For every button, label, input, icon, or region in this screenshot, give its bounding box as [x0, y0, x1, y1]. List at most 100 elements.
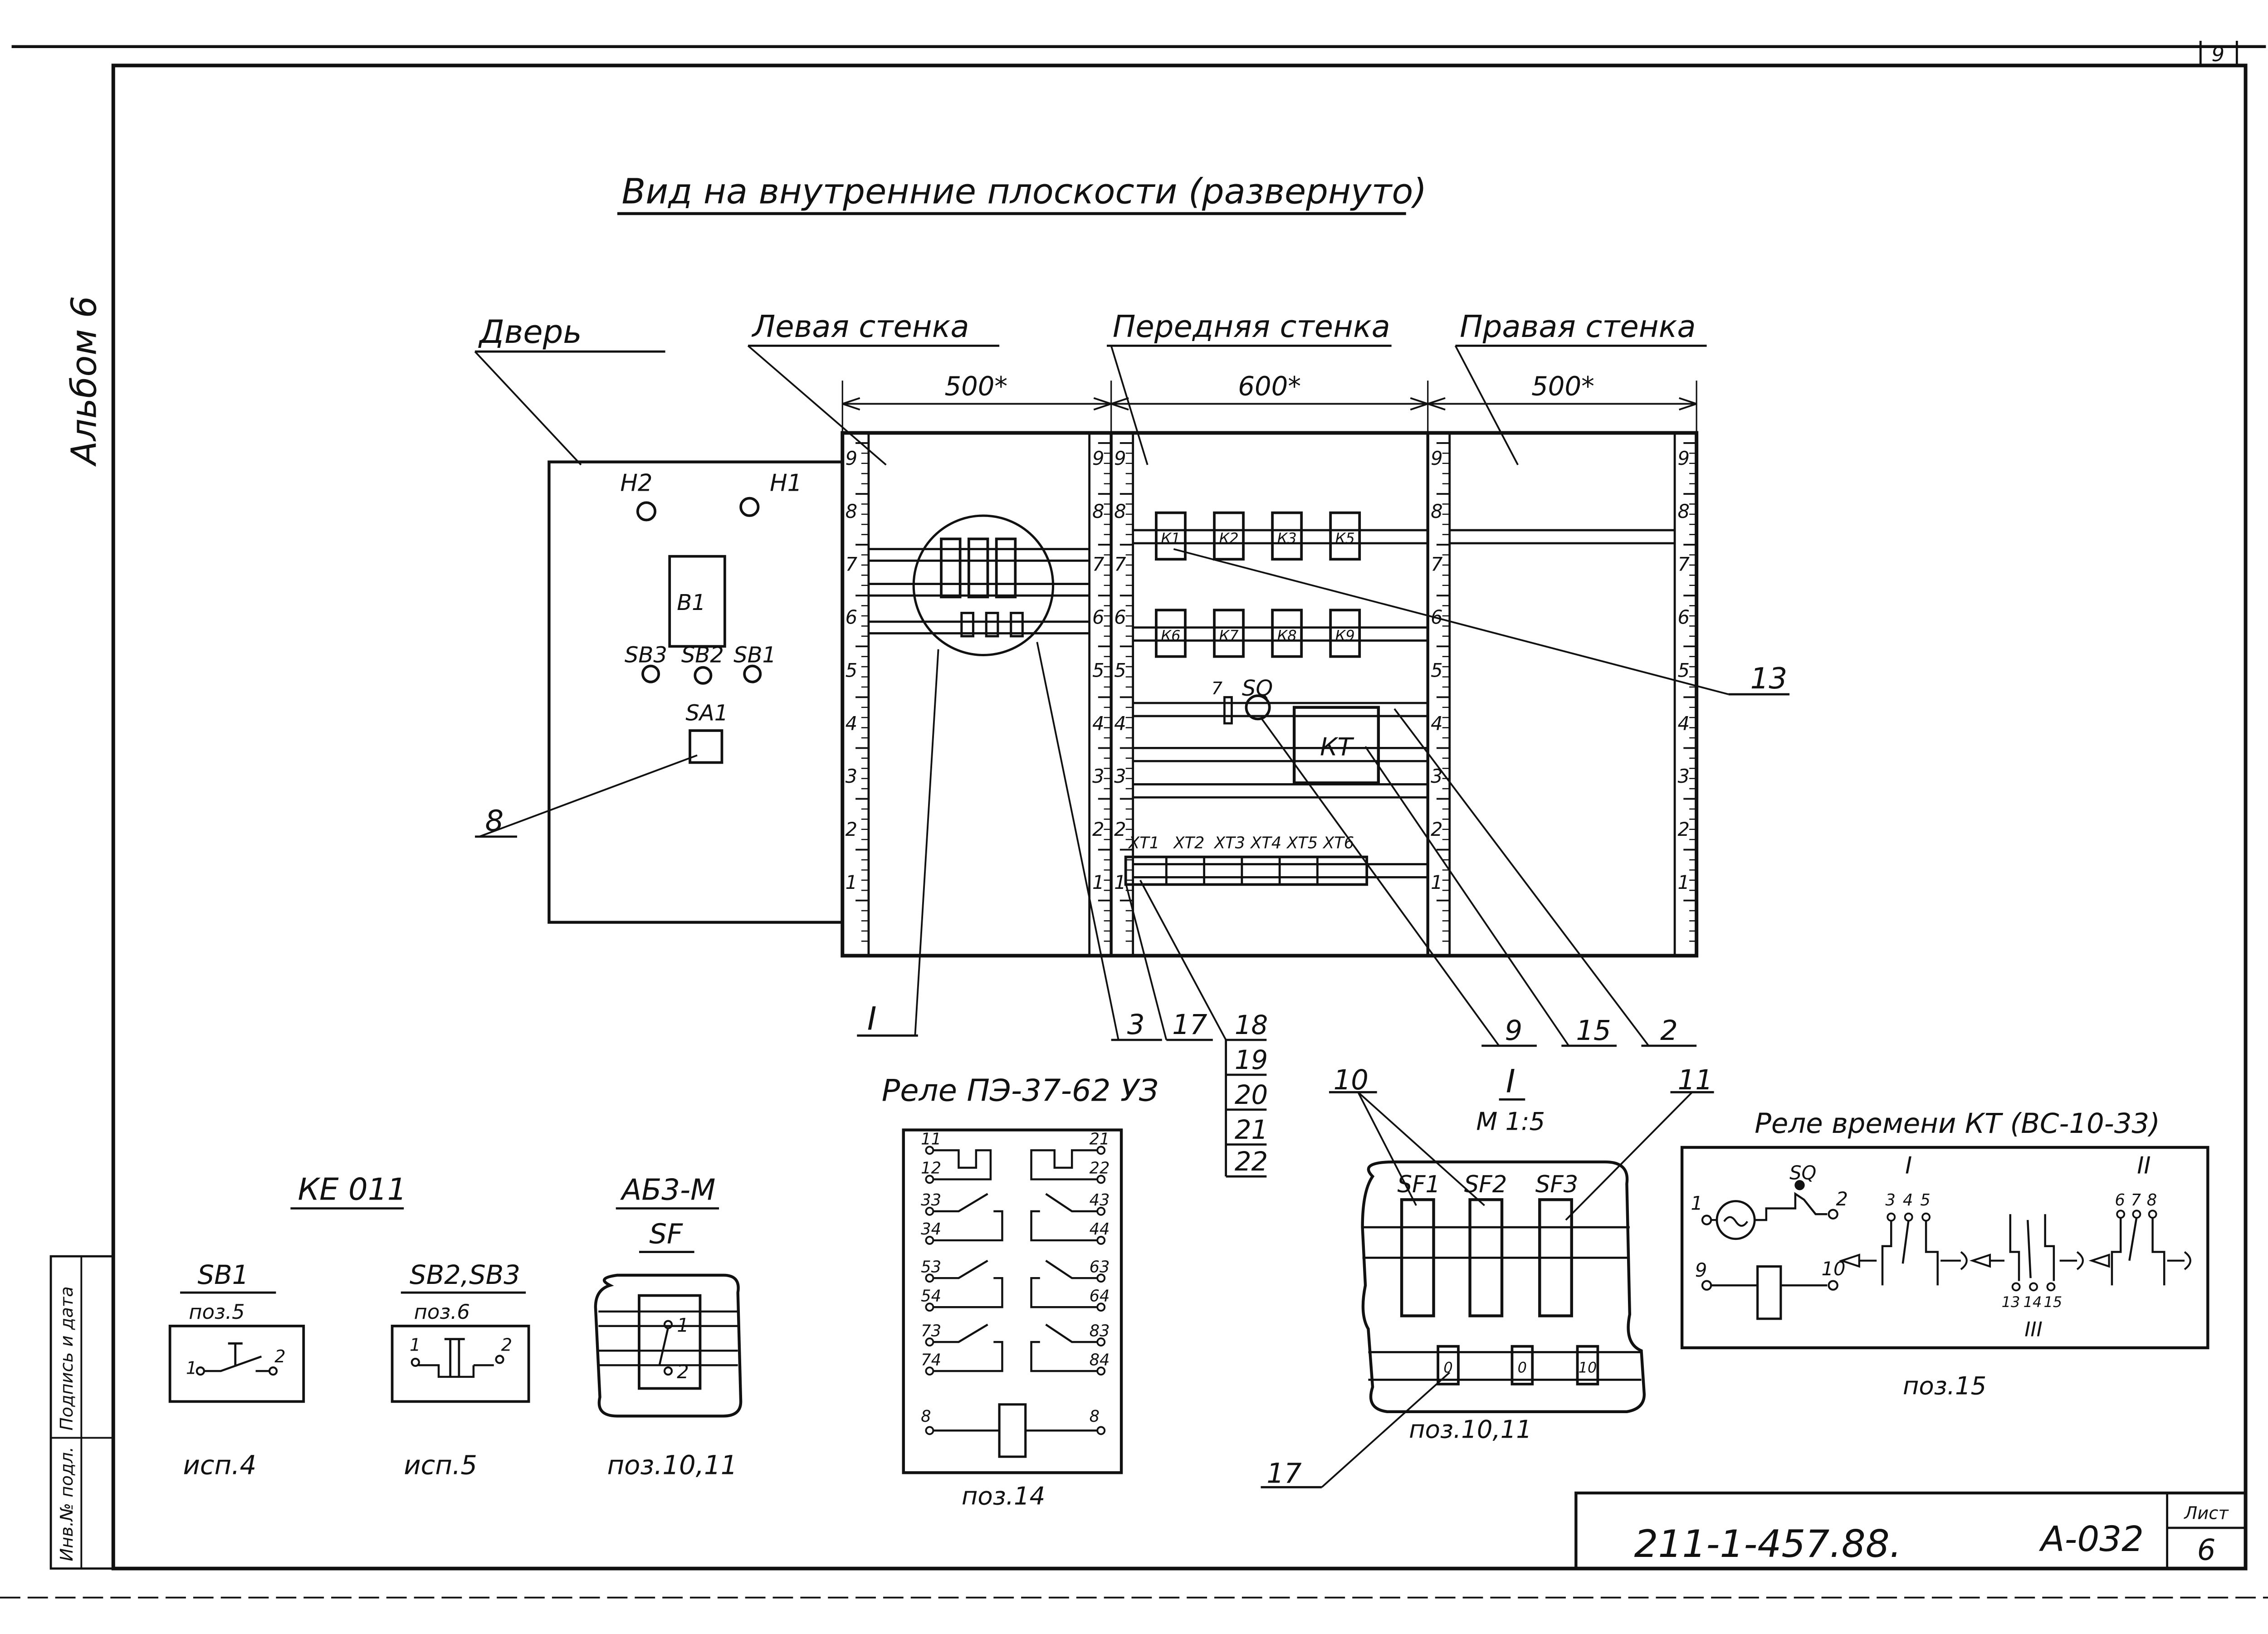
- scale-label: 5: [1431, 659, 1442, 681]
- contact-group-ii: [2088, 1210, 2191, 1286]
- scale-label: 3: [1431, 765, 1442, 787]
- scale-label: 1: [1431, 871, 1442, 893]
- scale-label: 2: [1092, 818, 1104, 840]
- relay-pe-contact: [934, 1193, 988, 1213]
- callout-9: 9: [1505, 1015, 1522, 1047]
- switch-sa1: [689, 729, 723, 764]
- relay-pe-terminal: [925, 1366, 934, 1376]
- timer-pin-1: 1: [1691, 1192, 1702, 1215]
- dim-left: 500*: [944, 371, 1007, 401]
- main-title: Вид на внутренние плоскости (развернуто): [622, 172, 1427, 212]
- door-label-group: Дверь: [474, 313, 665, 466]
- timer-kt: [1292, 706, 1380, 785]
- breaker-sf1: [1400, 1198, 1435, 1317]
- relay-pe-terminal: [1096, 1302, 1106, 1312]
- timer-sq-label: SQ: [1789, 1161, 1816, 1184]
- relay-pe-terminal: [1096, 1273, 1106, 1283]
- scale-label: 4: [1092, 712, 1104, 734]
- instrument-b1: [668, 555, 726, 648]
- relay-pe-pin: 8: [1090, 1407, 1100, 1426]
- detail-i-view: [1361, 1160, 1646, 1413]
- timer-pin-2: 2: [1836, 1188, 1848, 1210]
- label-k2: К2: [1219, 530, 1238, 547]
- left-stamp: [49, 1255, 115, 1570]
- relay-pe-terminal: [925, 1236, 934, 1245]
- relay-pe-terminal: [925, 1273, 934, 1283]
- timer-coil: [1756, 1265, 1782, 1320]
- scale-label: 9: [1431, 447, 1442, 469]
- scale-label: 5: [1678, 659, 1690, 681]
- relay-pe-terminal: [925, 1175, 934, 1184]
- breaker-sf3: [1538, 1198, 1573, 1317]
- scale-label: 5: [846, 659, 857, 681]
- relay-pe-contact: [934, 1259, 988, 1279]
- scale-label: 1: [846, 871, 857, 893]
- detail-i-scale: М 1:5: [1476, 1107, 1545, 1136]
- scale-label: 2: [1114, 818, 1126, 840]
- relay-pe-terminal: [1096, 1236, 1106, 1245]
- timer-pin-14: 14: [2024, 1293, 2042, 1311]
- relay-k3: [1271, 511, 1303, 561]
- sb1-pin-1: 1: [186, 1358, 197, 1379]
- corner-number: 9: [2211, 42, 2224, 66]
- relay-pe-contact: [1030, 1341, 1097, 1372]
- stamp-inv-label: Инв.№ подл.: [57, 1447, 77, 1561]
- switch-sq: [1245, 694, 1271, 721]
- ab-sub: SF: [649, 1218, 683, 1250]
- relay-pe-terminal: [1096, 1175, 1106, 1184]
- stamp-date-label: Подпись и дата: [57, 1286, 77, 1430]
- callout-21: 21: [1235, 1115, 1268, 1145]
- sb23-pin-2: 2: [501, 1335, 512, 1355]
- scale-label: 6: [1114, 606, 1126, 629]
- sb23-contact: [411, 1338, 504, 1378]
- sb1-pos: поз.5: [189, 1300, 244, 1324]
- label-k5: К5: [1335, 530, 1355, 547]
- timer-pin-7: 7: [2131, 1191, 2141, 1210]
- scale-label: 3: [1678, 765, 1690, 787]
- scale-label: 3: [846, 765, 857, 787]
- label-kt: КТ: [1320, 732, 1354, 761]
- sb23-exec: исп.5: [404, 1450, 477, 1480]
- scale-label: 8: [1092, 500, 1104, 522]
- detail-i-caption: поз.10,11: [1409, 1415, 1532, 1444]
- timer-pin-4: 4: [1903, 1191, 1913, 1210]
- dim-right: 500*: [1531, 371, 1594, 401]
- callout-view-i: I: [867, 1000, 877, 1038]
- timer-circuit: [1701, 1180, 2191, 1320]
- scale-label: 2: [846, 818, 857, 840]
- terminal-mark-1: 0: [1443, 1359, 1452, 1376]
- door-panel: [547, 460, 843, 924]
- sheet-frame: [0, 40, 2268, 1599]
- sb1-contact: [196, 1342, 278, 1376]
- relay-pe-frame: [902, 1128, 1123, 1474]
- relay-pe-pin: 21: [1090, 1130, 1110, 1149]
- scale-label: 7: [1431, 553, 1443, 576]
- relay-k1: [1155, 511, 1187, 561]
- label-sf3: SF3: [1535, 1171, 1579, 1198]
- relay-pe-pin: 73: [921, 1322, 941, 1340]
- scale-label: 1: [1678, 871, 1690, 893]
- relay-pe-contact: [1045, 1323, 1097, 1343]
- relay-pe-terminal: [1096, 1337, 1106, 1347]
- label-sb1: SB1: [733, 642, 776, 668]
- label-sf1: SF1: [1397, 1171, 1440, 1198]
- callout-20: 20: [1235, 1080, 1268, 1110]
- scale-label: 2: [1431, 818, 1442, 840]
- relay-k2: [1213, 511, 1245, 561]
- lamp-h1: [739, 497, 760, 517]
- scale-label: 7: [1678, 553, 1690, 576]
- scale-label: 4: [846, 712, 857, 734]
- label-xt6: ХТ6: [1322, 834, 1354, 852]
- relay-pe-contact: [934, 1341, 1003, 1372]
- label-sf2: SF2: [1464, 1171, 1507, 1198]
- relay-pe-pin: 22: [1090, 1159, 1110, 1178]
- relay-pe-pin: 33: [921, 1191, 941, 1210]
- relay-pe-caption: поз.14: [962, 1482, 1045, 1511]
- timer-roman-i: I: [1905, 1152, 1912, 1180]
- relay-pe-contact: [1030, 1149, 1097, 1180]
- timer-pin-8: 8: [2147, 1191, 2157, 1210]
- scale-strips: [841, 432, 1698, 957]
- relay-pe-pin: 53: [921, 1258, 941, 1276]
- sb1-symbol-frame: [168, 1324, 305, 1403]
- relay-pe-terminal: [925, 1206, 934, 1216]
